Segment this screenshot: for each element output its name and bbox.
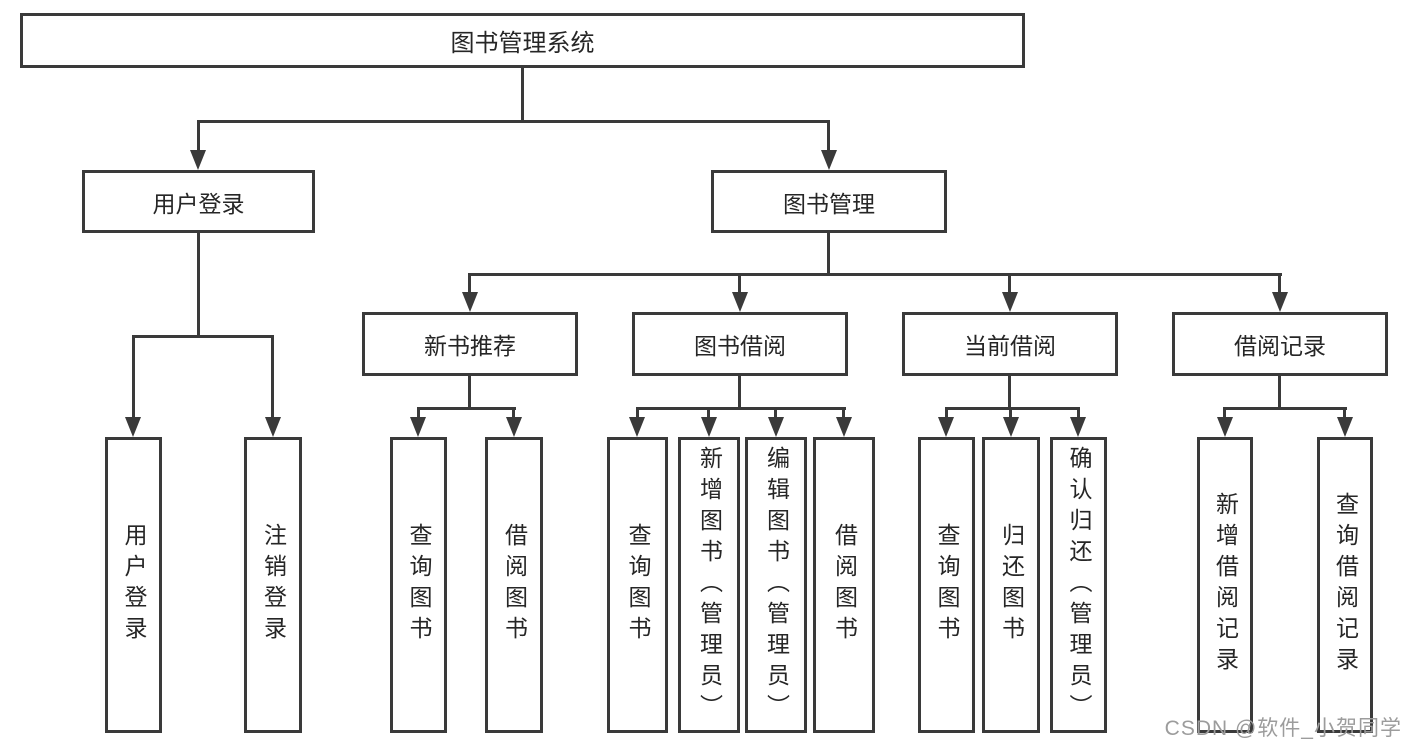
node-leaf-edit-books-admin: 编辑图书（管理员） <box>745 437 807 733</box>
node-book-borrow: 图书借阅 <box>632 312 848 376</box>
arrowhead-bb1 <box>629 417 645 437</box>
node-leaf-query-books-2: 查询图书 <box>607 437 668 733</box>
tree-line-drop-cb2 <box>1009 407 1012 419</box>
node-root: 图书管理系统 <box>20 13 1025 68</box>
tree-line-drop-br1 <box>1223 407 1226 419</box>
arrowhead-cb2 <box>1003 417 1019 437</box>
arrowhead-user-login <box>190 150 206 170</box>
tree-line-drop-nb2 <box>512 407 515 419</box>
node-leaf-logout-label: 注销登录 <box>260 523 287 647</box>
arrowhead-borrow-records <box>1272 292 1288 312</box>
tree-line-drop-br2 <box>1343 407 1346 419</box>
node-book-mgmt-label: 图书管理 <box>783 190 875 217</box>
csdn-watermark: CSDN @软件_小贺同学 <box>1164 717 1402 740</box>
node-leaf-query-books-1: 查询图书 <box>390 437 447 733</box>
arrowhead-logout <box>265 417 281 437</box>
arrowhead-nb1 <box>410 417 426 437</box>
node-leaf-borrow-books-1: 借阅图书 <box>485 437 543 733</box>
node-leaf-return-books-label: 归还图书 <box>998 523 1025 647</box>
arrowhead-login <box>125 417 141 437</box>
node-user-login: 用户登录 <box>82 170 315 233</box>
node-leaf-user-login-label: 用户登录 <box>121 523 147 647</box>
node-leaf-add-books-admin-label: 新增图书（管理员） <box>696 445 723 725</box>
tree-line-root-span <box>197 120 830 123</box>
node-user-login-label: 用户登录 <box>152 190 245 217</box>
node-current-borrow: 当前借阅 <box>902 312 1118 376</box>
node-leaf-return-books: 归还图书 <box>982 437 1040 733</box>
tree-line-drop-book-borrow <box>738 273 741 294</box>
node-leaf-query-books-1-label: 查询图书 <box>406 523 432 647</box>
tree-line-drop-login <box>132 335 135 419</box>
tree-line-drop-borrow-records <box>1278 273 1281 294</box>
arrowhead-current-borrow <box>1002 292 1018 312</box>
tree-line-user-login-span <box>132 335 274 338</box>
tree-line-borrow-records-stub <box>1278 376 1281 407</box>
node-leaf-user-login: 用户登录 <box>105 437 162 733</box>
node-leaf-query-borrow-record: 查询借阅记录 <box>1317 437 1373 733</box>
arrowhead-book-borrow <box>732 292 748 312</box>
arrowhead-cb3 <box>1070 417 1086 437</box>
node-book-borrow-label: 图书借阅 <box>694 333 786 359</box>
arrowhead-bb4 <box>836 417 852 437</box>
node-leaf-add-books-admin: 新增图书（管理员） <box>678 437 740 733</box>
tree-line-new-books-span <box>417 407 516 410</box>
tree-line-book-borrow-stub <box>738 376 741 407</box>
node-book-mgmt: 图书管理 <box>711 170 947 233</box>
tree-line-current-borrow-span <box>945 407 1080 410</box>
tree-line-drop-new-books <box>468 273 471 294</box>
node-borrow-records: 借阅记录 <box>1172 312 1388 376</box>
tree-line-drop-logout <box>271 335 274 419</box>
arrowhead-book-mgmt <box>821 150 837 170</box>
tree-line-drop-bb3 <box>774 407 777 419</box>
node-leaf-add-borrow-record: 新增借阅记录 <box>1197 437 1253 733</box>
node-leaf-query-books-3: 查询图书 <box>918 437 975 733</box>
tree-line-root-stub <box>521 68 524 120</box>
tree-line-current-borrow-stub <box>1008 376 1011 407</box>
arrowhead-br2 <box>1337 417 1353 437</box>
node-leaf-add-borrow-record-label: 新增借阅记录 <box>1212 492 1239 678</box>
node-leaf-query-books-2-label: 查询图书 <box>625 523 651 647</box>
node-leaf-borrow-books-2-label: 借阅图书 <box>831 523 858 647</box>
node-borrow-records-label: 借阅记录 <box>1234 333 1326 359</box>
tree-line-book-borrow-span <box>636 407 846 410</box>
node-current-borrow-label: 当前借阅 <box>964 333 1056 359</box>
arrowhead-bb2 <box>701 417 717 437</box>
tree-line-new-books-stub <box>468 376 471 407</box>
node-leaf-confirm-return-admin: 确认归还（管理员） <box>1050 437 1107 733</box>
node-leaf-borrow-books-1-label: 借阅图书 <box>501 523 528 647</box>
node-new-books: 新书推荐 <box>362 312 578 376</box>
node-leaf-logout: 注销登录 <box>244 437 302 733</box>
tree-line-drop-current-borrow <box>1008 273 1011 294</box>
tree-line-drop-user-login <box>197 120 200 152</box>
node-leaf-query-borrow-record-label: 查询借阅记录 <box>1332 492 1359 678</box>
node-leaf-borrow-books-2: 借阅图书 <box>813 437 875 733</box>
tree-line-borrow-records-span <box>1223 407 1347 410</box>
node-root-label: 图书管理系统 <box>450 30 595 57</box>
arrowhead-cb1 <box>938 417 954 437</box>
tree-line-drop-book-mgmt <box>827 120 830 152</box>
node-leaf-confirm-return-admin-label: 确认归还（管理员） <box>1066 445 1092 725</box>
node-leaf-query-books-3-label: 查询图书 <box>934 523 960 647</box>
node-leaf-edit-books-admin-label: 编辑图书（管理员） <box>763 445 790 725</box>
tree-line-drop-nb1 <box>417 407 420 419</box>
arrowhead-nb2 <box>506 417 522 437</box>
tree-line-drop-cb1 <box>945 407 948 419</box>
tree-line-drop-bb4 <box>842 407 845 419</box>
arrowhead-br1 <box>1217 417 1233 437</box>
tree-line-user-login-stub <box>197 233 200 335</box>
arrowhead-bb3 <box>768 417 784 437</box>
tree-line-drop-cb3 <box>1077 407 1080 419</box>
tree-line-drop-bb2 <box>707 407 710 419</box>
arrowhead-new-books <box>462 292 478 312</box>
tree-line-book-mgmt-stub <box>827 233 830 273</box>
tree-line-drop-bb1 <box>636 407 639 419</box>
node-new-books-label: 新书推荐 <box>424 333 516 359</box>
tree-line-book-mgmt-span <box>468 273 1282 276</box>
